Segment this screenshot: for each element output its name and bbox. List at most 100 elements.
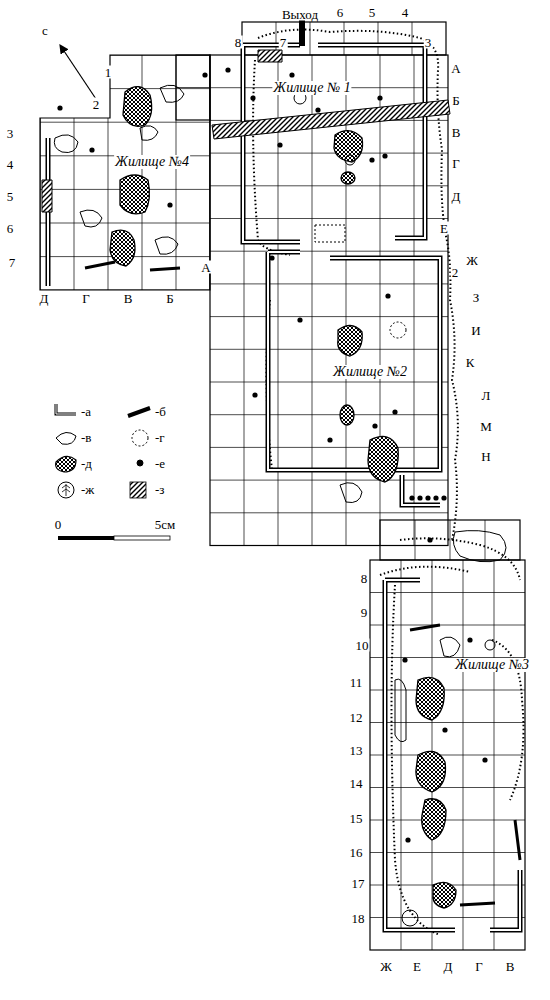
- post-hole: [425, 495, 430, 500]
- post-hole: [385, 293, 390, 298]
- grid-letter: З: [472, 291, 481, 304]
- post-hole: [372, 423, 377, 428]
- grid-number: 6: [6, 222, 15, 235]
- post-hole: [297, 317, 302, 322]
- legend-sample: [56, 404, 150, 498]
- legend-text: -е: [154, 457, 166, 470]
- grid-number: 8: [234, 36, 243, 49]
- grid-letter: Г: [474, 960, 484, 973]
- pit: [54, 85, 506, 742]
- grid-letter: Ж: [465, 254, 479, 267]
- grid-letter: В: [451, 126, 462, 139]
- post-hole: [327, 437, 332, 442]
- grid-letter: Д: [443, 960, 454, 973]
- post-hole: [269, 255, 274, 260]
- grid-letter: Н: [480, 450, 491, 463]
- grid-number: 4: [6, 158, 15, 171]
- post-hole: [427, 537, 432, 542]
- grid-number: 14: [349, 777, 364, 790]
- post-hole: [392, 409, 397, 414]
- grid-number: 7: [279, 36, 288, 49]
- legend-text: -а: [80, 405, 92, 418]
- grid-number: 1: [104, 66, 113, 79]
- grid-letter: И: [470, 324, 481, 337]
- legend-text: -б: [154, 405, 167, 418]
- post-hole: [315, 107, 320, 112]
- survey-grid: [40, 55, 210, 290]
- grid-letter: Л: [481, 389, 492, 402]
- grid-number: 13: [349, 744, 364, 757]
- post-hole: [57, 105, 62, 110]
- legend-text: -в: [80, 431, 92, 444]
- post-hole: [225, 67, 230, 72]
- grid-number: 18: [351, 912, 366, 925]
- grid-letter: Д: [39, 292, 50, 305]
- grid-number: 16: [349, 846, 364, 859]
- grid-number: 15: [349, 812, 364, 825]
- legend-text: -ж: [80, 483, 95, 496]
- grid-letter: К: [465, 356, 476, 369]
- post-hole: [89, 147, 94, 152]
- post-hole: [202, 72, 207, 77]
- dwelling-label: Жилище №3: [454, 658, 530, 672]
- grid-number: 6: [336, 6, 345, 19]
- grid-number: 3: [6, 127, 15, 140]
- grid-number: 2: [451, 266, 460, 279]
- grid-letter: Д: [451, 190, 462, 203]
- grid-number: 12: [349, 711, 364, 724]
- grid-number: 9: [360, 606, 369, 619]
- survey-grid: [370, 560, 525, 950]
- grid-letter: В: [123, 292, 134, 305]
- legend-text: -г: [154, 431, 166, 444]
- grid-letter: А: [450, 62, 461, 75]
- legend-text: -д: [80, 457, 93, 470]
- post-hole: [482, 757, 487, 762]
- post-hole: [369, 157, 374, 162]
- post-hole: [277, 142, 282, 147]
- post-hole: [57, 67, 487, 842]
- dwelling-label: Жилище №4: [114, 155, 190, 169]
- grid-letter: Б: [165, 292, 174, 305]
- post-hole: [405, 837, 410, 842]
- exit-label: Выход: [281, 8, 319, 21]
- post-hole: [377, 95, 382, 100]
- pit-edge: [253, 30, 523, 935]
- post-hole: [441, 495, 446, 500]
- grid-letter: Г: [451, 157, 461, 170]
- grid-number: 2: [92, 98, 101, 111]
- post-hole: [382, 153, 387, 158]
- grid-number: 5: [368, 6, 377, 19]
- grid-number: 4: [401, 6, 410, 19]
- post-hole: [252, 392, 257, 397]
- grid-number: 5: [6, 190, 15, 203]
- legend-text: -з: [154, 483, 165, 496]
- grid-letter: Е: [412, 960, 422, 973]
- post-hole: [433, 495, 438, 500]
- grid-letter: Г: [81, 292, 91, 305]
- scale-label: 0: [54, 518, 63, 531]
- hatched-band: [42, 50, 450, 212]
- post-hole: [167, 202, 172, 207]
- grid-number: 8: [360, 572, 369, 585]
- post-hole: [289, 72, 294, 77]
- grid-letter: Е: [439, 222, 449, 235]
- north-arrow: [62, 48, 98, 102]
- dwelling-wall: [48, 45, 520, 930]
- post-hole: [467, 637, 472, 642]
- survey-grid: [176, 55, 210, 120]
- post-hole-group: [294, 92, 495, 926]
- grid-number: 11: [349, 676, 364, 689]
- scale-label: 5см: [154, 518, 177, 531]
- post-hole: [417, 495, 422, 500]
- scale-bar: [58, 536, 170, 540]
- grid-letter: А: [200, 261, 211, 274]
- dwelling-label: Жилище №2: [332, 365, 408, 379]
- wall-segment: [85, 20, 520, 905]
- grid-letter: Б: [451, 94, 460, 107]
- grid-letter: В: [505, 960, 516, 973]
- post-hole: [409, 495, 414, 500]
- trench-outline: [40, 55, 210, 290]
- grid-number: 7: [8, 256, 17, 269]
- grid-number: 10: [355, 639, 370, 652]
